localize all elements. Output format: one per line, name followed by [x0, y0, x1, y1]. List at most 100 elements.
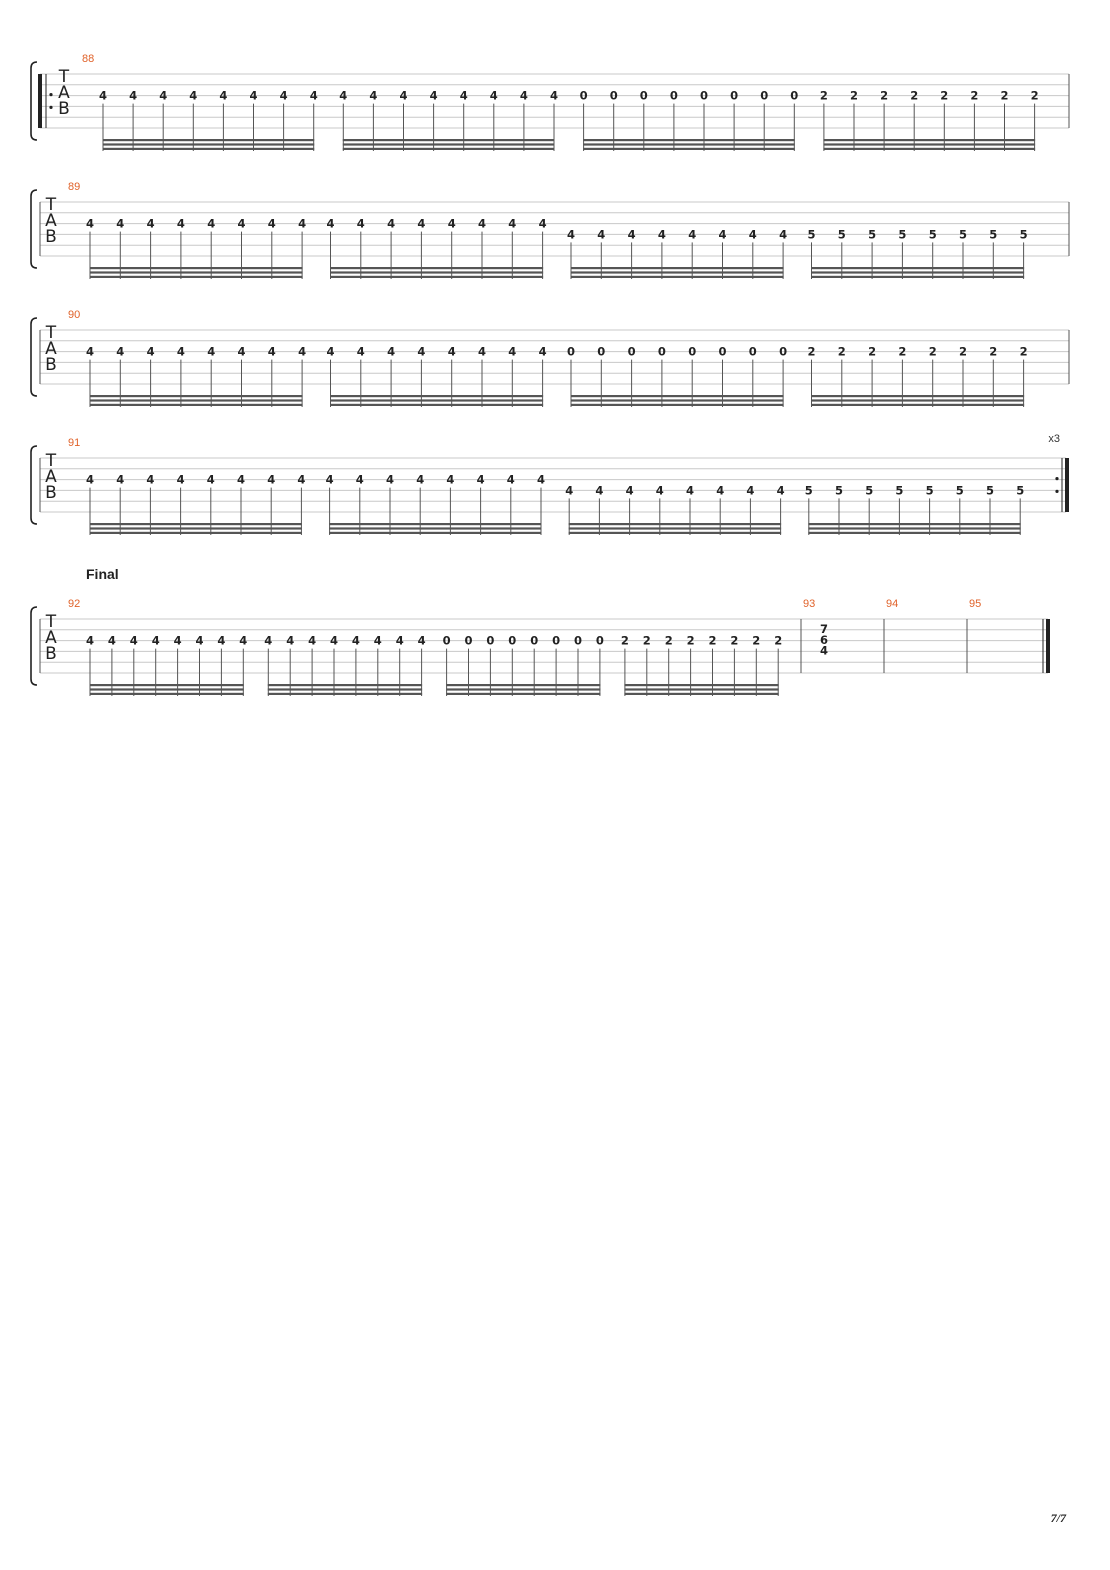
fret-number: 2 — [752, 634, 760, 648]
fret-number: 4 — [417, 345, 425, 359]
fret-number: 4 — [658, 227, 666, 241]
fret-number: 4 — [116, 217, 124, 231]
chord-fret-number: 6 — [820, 633, 828, 647]
tab-clef-letter: T — [45, 451, 57, 471]
tab-clef-letter: B — [45, 644, 57, 664]
fret-number: 4 — [195, 634, 203, 648]
fret-number: 4 — [286, 634, 294, 648]
fret-number: 2 — [929, 345, 937, 359]
note-beam — [89, 399, 303, 402]
fret-number: 5 — [1020, 227, 1028, 241]
chord-fret-number: 7 — [820, 622, 828, 636]
fret-number: 4 — [686, 483, 694, 497]
fret-number: 0 — [552, 634, 560, 648]
system-bracket — [30, 61, 38, 141]
fret-number: 4 — [430, 89, 438, 103]
note-beam — [330, 275, 544, 278]
note-beam — [583, 143, 795, 146]
fret-number: 0 — [596, 634, 604, 648]
fret-number: 4 — [446, 473, 454, 487]
tab-clef-letter: B — [45, 355, 57, 375]
fret-number: 4 — [298, 345, 306, 359]
fret-number: 5 — [959, 227, 967, 241]
fret-number: 4 — [508, 217, 516, 231]
note-beam — [583, 147, 795, 150]
fret-number: 4 — [326, 473, 334, 487]
note-beam — [808, 523, 1021, 526]
fret-number: 5 — [807, 227, 815, 241]
note-beam — [330, 403, 544, 406]
fret-number: 4 — [86, 345, 94, 359]
fret-number: 4 — [417, 217, 425, 231]
note-beam — [570, 395, 784, 398]
fret-number: 0 — [486, 634, 494, 648]
note-beam — [330, 267, 544, 270]
note-beam — [89, 271, 303, 274]
note-beam — [342, 147, 555, 150]
note-beam — [89, 275, 303, 278]
fret-number: 4 — [146, 473, 154, 487]
note-beam — [823, 143, 1036, 146]
fret-number: 4 — [326, 217, 334, 231]
fret-number: 4 — [539, 217, 547, 231]
note-beam — [568, 523, 782, 526]
fret-number: 4 — [779, 227, 787, 241]
note-beam — [568, 527, 782, 530]
tab-clef-letter: A — [45, 467, 57, 487]
fret-number: 2 — [959, 345, 967, 359]
fret-number: 4 — [249, 89, 257, 103]
note-beam — [570, 403, 784, 406]
fret-number: 4 — [716, 483, 724, 497]
fret-number: 4 — [478, 217, 486, 231]
tab-clef-letter: A — [58, 83, 70, 103]
fret-number: 4 — [448, 217, 456, 231]
fret-number: 4 — [219, 89, 227, 103]
fret-number: 5 — [1016, 483, 1024, 497]
note-beam — [570, 275, 784, 278]
fret-number: 0 — [443, 634, 451, 648]
fret-number: 4 — [688, 227, 696, 241]
bar-number: 88 — [82, 53, 94, 65]
fret-number: 4 — [656, 483, 664, 497]
fret-number: 4 — [369, 89, 377, 103]
fret-number: 5 — [865, 483, 873, 497]
fret-number: 4 — [310, 89, 318, 103]
fret-number: 4 — [399, 89, 407, 103]
fret-number: 2 — [820, 89, 828, 103]
note-beam — [568, 531, 782, 534]
fret-number: 5 — [926, 483, 934, 497]
fret-number: 4 — [267, 473, 275, 487]
fret-number: 4 — [147, 345, 155, 359]
fret-number: 0 — [628, 345, 636, 359]
fret-number: 4 — [520, 89, 528, 103]
note-beam — [446, 684, 601, 687]
fret-number: 4 — [108, 634, 116, 648]
fret-number: 2 — [989, 345, 997, 359]
repeat-dot — [49, 93, 53, 97]
note-beam — [102, 147, 315, 150]
note-beam — [267, 692, 423, 695]
fret-number: 5 — [956, 483, 964, 497]
fret-number: 4 — [129, 89, 137, 103]
note-beam — [329, 523, 542, 526]
fret-number: 4 — [539, 345, 547, 359]
fret-number: 0 — [718, 345, 726, 359]
fret-number: 2 — [868, 345, 876, 359]
note-beam — [811, 395, 1025, 398]
fret-number: 2 — [970, 89, 978, 103]
fret-number: 4 — [159, 89, 167, 103]
fret-number: 4 — [387, 217, 395, 231]
fret-number: 4 — [174, 634, 182, 648]
fret-number: 0 — [688, 345, 696, 359]
note-beam — [446, 692, 601, 695]
fret-number: 4 — [508, 345, 516, 359]
fret-number: 4 — [297, 473, 305, 487]
fret-number: 4 — [478, 345, 486, 359]
fret-number: 4 — [565, 483, 573, 497]
fret-number: 0 — [790, 89, 798, 103]
fret-number: 2 — [850, 89, 858, 103]
fret-number: 4 — [396, 634, 404, 648]
fret-number: 5 — [835, 483, 843, 497]
fret-number: 2 — [774, 634, 782, 648]
note-beam — [267, 688, 423, 691]
